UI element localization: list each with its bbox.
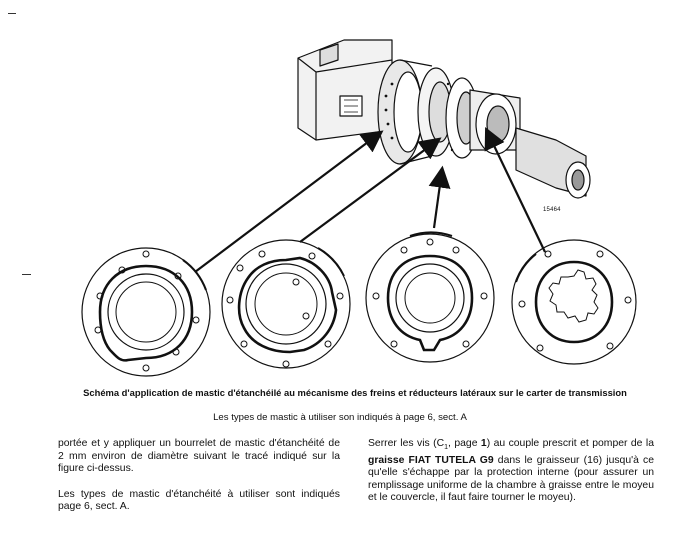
right-p1-text-a: Serrer les vis (C	[368, 438, 445, 449]
figure-number: 15464	[543, 207, 561, 213]
seal-diagram-3	[365, 231, 495, 363]
pointer-arrows	[194, 127, 546, 273]
seal-diagram-4	[511, 239, 637, 365]
left-paragraph-2: Les types de mastic d'étanchéité à utili…	[58, 488, 340, 513]
right-p1-text-c: ) au couple prescrit et pomper de la	[486, 438, 654, 449]
scan-mark-middle	[22, 274, 31, 275]
right-p1-subscript: 1	[444, 444, 449, 452]
right-p1-grease-name: graisse FIAT TUTELA G9	[368, 454, 494, 466]
seal-diagram-1	[81, 247, 211, 377]
seal-diagram-2	[221, 239, 351, 369]
right-p1-text-b: , page	[448, 438, 481, 449]
left-paragraph-1: portée et y appliquer un bourrelet de ma…	[58, 438, 340, 475]
left-column: portée et y appliquer un bourrelet de ma…	[58, 438, 340, 527]
right-column: Serrer les vis (C1, page 1) au couple pr…	[368, 438, 654, 518]
transmission-housing-illustration	[297, 39, 591, 199]
scan-mark-top	[8, 13, 16, 14]
figure-subcaption: Les types de mastic à utiliser son indiq…	[213, 412, 467, 423]
sealant-application-figure	[81, 39, 637, 377]
right-paragraph-1: Serrer les vis (C1, page 1) au couple pr…	[368, 438, 654, 505]
figure-caption: Schéma d'application de mastic d'étanché…	[83, 387, 627, 398]
right-p1-text-d: dans le graisseur (16) jusqu'à ce qu'ell…	[368, 454, 654, 504]
right-p1-page-number: 1	[480, 438, 487, 449]
